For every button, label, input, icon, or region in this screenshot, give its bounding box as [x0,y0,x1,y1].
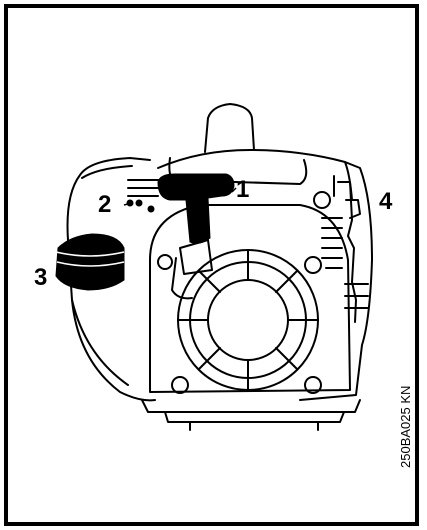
fuel-cap [55,233,125,291]
base-plate [141,399,361,413]
callout-2: 2 [98,191,112,218]
top-dome [204,103,255,153]
rear-shroud [157,149,373,401]
fan-housing [149,204,351,393]
callout-1: 1 [236,176,250,203]
callout-4: 4 [379,188,393,215]
reference-code: 250BA025 KN [398,385,413,468]
side-hatch [337,181,357,323]
choke-dot [126,199,134,207]
callout-3: 3 [34,264,48,291]
starter-grip [157,173,235,244]
